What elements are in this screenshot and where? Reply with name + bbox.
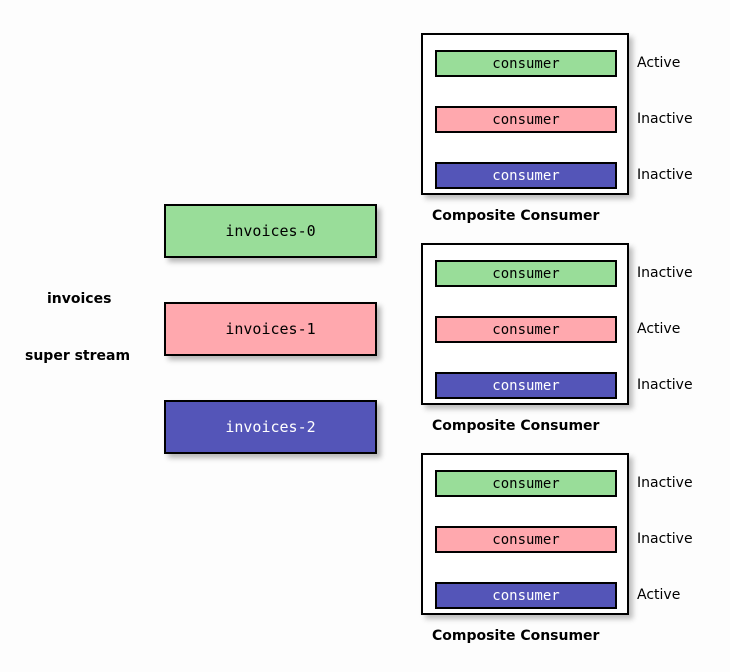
composite-consumer-caption: Composite Consumer — [432, 628, 600, 644]
super-stream-name: invoices — [47, 291, 112, 307]
composite-consumer-group-3[interactable]: consumer consumer consumer — [421, 453, 629, 615]
consumer-state-badge: Inactive — [637, 265, 693, 281]
consumer-chip[interactable]: consumer — [435, 260, 617, 287]
consumer-state-badge: Active — [637, 55, 681, 71]
consumer-chip[interactable]: consumer — [435, 162, 617, 189]
consumer-state-badge: Inactive — [637, 167, 693, 183]
consumer-chip[interactable]: consumer — [435, 470, 617, 497]
composite-consumer-group-2[interactable]: consumer consumer consumer — [421, 243, 629, 405]
composite-consumer-group-1[interactable]: consumer consumer consumer — [421, 33, 629, 195]
consumer-state-badge: Active — [637, 587, 681, 603]
consumer-chip[interactable]: consumer — [435, 316, 617, 343]
partition-label: invoices-2 — [225, 418, 316, 436]
consumer-chip[interactable]: consumer — [435, 582, 617, 609]
consumer-label: consumer — [492, 111, 560, 128]
consumer-label: consumer — [492, 587, 560, 604]
consumer-state-badge: Inactive — [637, 531, 693, 547]
consumer-label: consumer — [492, 265, 560, 282]
partition-box-invoices-2[interactable]: invoices-2 — [164, 400, 377, 454]
consumer-label: consumer — [492, 321, 560, 338]
consumer-label: consumer — [492, 167, 560, 184]
partition-box-invoices-0[interactable]: invoices-0 — [164, 204, 377, 258]
consumer-state-badge: Active — [637, 321, 681, 337]
consumer-state-badge: Inactive — [637, 111, 693, 127]
consumer-chip[interactable]: consumer — [435, 372, 617, 399]
consumer-state-badge: Inactive — [637, 475, 693, 491]
consumer-label: consumer — [492, 55, 560, 72]
consumer-label: consumer — [492, 531, 560, 548]
consumer-state-badge: Inactive — [637, 377, 693, 393]
composite-consumer-caption: Composite Consumer — [432, 418, 600, 434]
partition-label: invoices-0 — [225, 222, 316, 240]
super-stream-kind-label: super stream — [25, 348, 131, 364]
partition-box-invoices-1[interactable]: invoices-1 — [164, 302, 377, 356]
partition-label: invoices-1 — [225, 320, 316, 338]
consumer-chip[interactable]: consumer — [435, 50, 617, 77]
composite-consumer-caption: Composite Consumer — [432, 208, 600, 224]
consumer-chip[interactable]: consumer — [435, 526, 617, 553]
consumer-label: consumer — [492, 475, 560, 492]
consumer-chip[interactable]: consumer — [435, 106, 617, 133]
consumer-label: consumer — [492, 377, 560, 394]
